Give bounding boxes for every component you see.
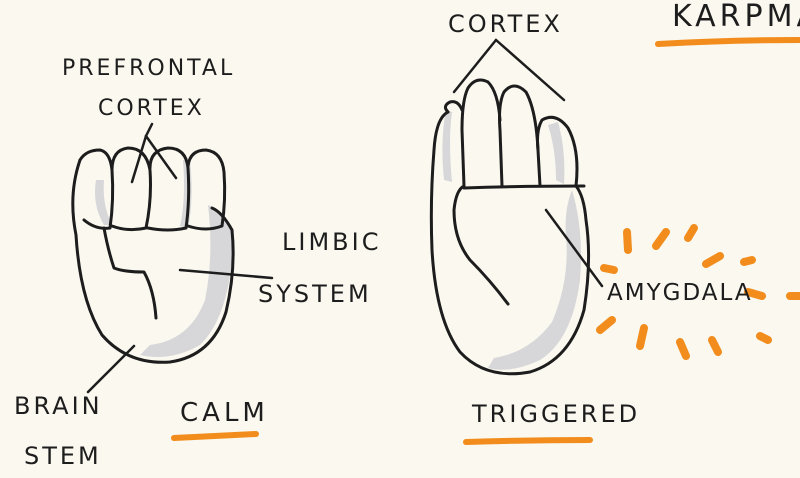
prefrontal-cortex-label: CORTEX: [98, 98, 205, 120]
brain-label: BRAIN: [14, 394, 103, 418]
orange-underlines: [174, 40, 800, 442]
stem-label: STEM: [24, 444, 102, 468]
limbic-label: LIMBIC: [282, 230, 381, 254]
cortex-label: CORTEX: [448, 12, 563, 36]
prefrontal-label: PREFRONTAL: [62, 58, 235, 80]
calm-caption: CALM: [180, 400, 269, 426]
fist-shadow: [95, 160, 233, 357]
amygdala-label: AMYGDALA: [607, 282, 753, 305]
system-label: SYSTEM: [258, 282, 372, 306]
triggered-caption: TRIGGERED: [472, 402, 640, 426]
